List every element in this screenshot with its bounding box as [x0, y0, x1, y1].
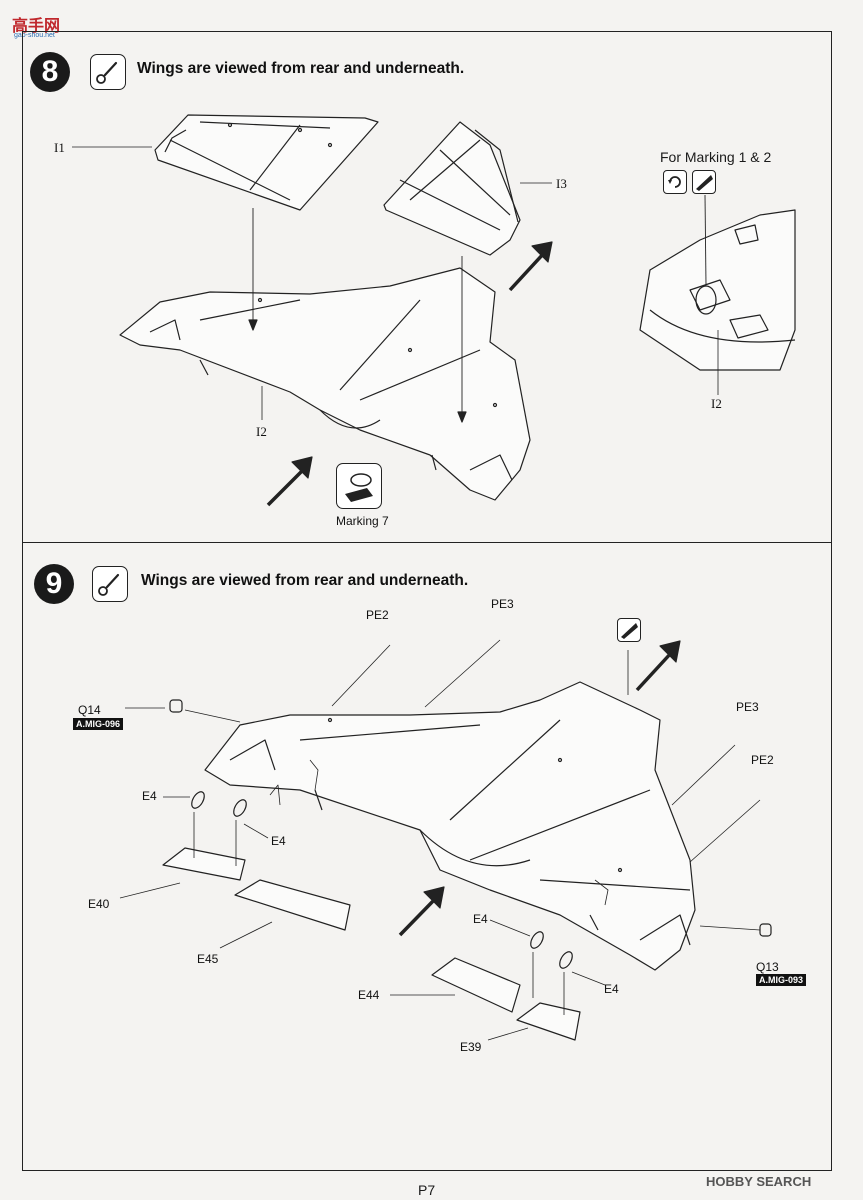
label-e39: E39	[460, 1040, 482, 1054]
fuselage-detail-drawing	[639, 209, 796, 371]
label-pe2-top: PE2	[366, 608, 389, 622]
label-e4-b: E4	[271, 834, 286, 848]
cut-off-icon	[692, 170, 716, 194]
section-divider	[22, 542, 832, 543]
label-pe2-right: PE2	[751, 753, 774, 767]
label-e45: E45	[197, 952, 219, 966]
part-i1-drawing	[154, 114, 379, 211]
site-logo: 高手网 gao-shou.net	[4, 4, 74, 40]
marking-1-2-title: For Marking 1 & 2	[660, 149, 772, 165]
label-i3: I3	[556, 176, 567, 191]
label-i1: I1	[54, 140, 65, 155]
label-i2: I2	[256, 424, 267, 439]
page-number: P7	[418, 1182, 436, 1198]
badge-q14-paint: A.MIG-096	[73, 718, 124, 730]
step-9-instruction: Wings are viewed from rear and underneat…	[141, 572, 469, 589]
cut-off-icon	[617, 618, 641, 642]
step-9-number: 9	[34, 564, 74, 604]
label-pe3-top: PE3	[491, 597, 514, 611]
step-8-instruction: Wings are viewed from rear and underneat…	[137, 60, 465, 77]
glue-icon	[90, 54, 126, 90]
label-e4-c: E4	[473, 912, 488, 926]
watermark: HOBBY SEARCH	[706, 1174, 812, 1189]
logo-subtext: gao-shou.net	[14, 32, 55, 39]
step9-wing-drawing	[204, 681, 696, 971]
label-q13: Q13	[756, 960, 779, 974]
part-i3-drawing	[383, 121, 521, 256]
label-e4-a: E4	[142, 789, 157, 803]
glue-icon	[92, 566, 128, 602]
badge-q13-paint: A.MIG-093	[756, 974, 807, 986]
rotate-icon	[663, 170, 687, 194]
label-e40: E40	[88, 897, 110, 911]
label-i2-detail: I2	[711, 396, 722, 411]
logo-text: 高手网	[12, 16, 61, 35]
label-e4-d: E4	[604, 982, 619, 996]
label-pe3-right: PE3	[736, 700, 759, 714]
page-frame	[22, 31, 832, 1171]
marking-7-caption: Marking 7	[336, 514, 389, 528]
label-e44: E44	[358, 988, 380, 1002]
part-i2-wing-drawing	[119, 267, 531, 501]
marking-7-icon	[336, 463, 382, 509]
label-q14: Q14	[78, 703, 101, 717]
step-8-number: 8	[30, 52, 70, 92]
